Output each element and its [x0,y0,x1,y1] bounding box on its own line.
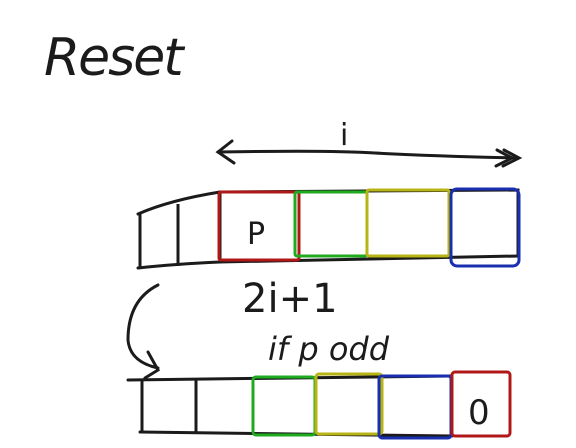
bottom-cell-blue [377,374,453,440]
top-cell-p-label: P [247,217,265,252]
diagram-title: Reset [44,28,185,88]
condition-label: if p odd [268,330,390,368]
formula-label: 2i+1 [242,276,338,322]
span-label: i [340,118,348,153]
bottom-array: 0 [126,370,512,440]
top-array: P [136,187,521,270]
bottom-cell-yellow [314,372,384,436]
top-cell-green [293,190,369,258]
bottom-cell-green [251,375,317,437]
span-arrow [215,139,523,168]
top-cell-yellow [365,188,451,258]
reset-arrow [126,283,161,380]
bottom-cell-zero-label: 0 [468,393,490,433]
top-cell-blue [449,187,521,268]
bottom-cell-zero [450,370,512,438]
top-array-leading-edge [136,190,222,216]
top-cell-p [217,190,301,262]
